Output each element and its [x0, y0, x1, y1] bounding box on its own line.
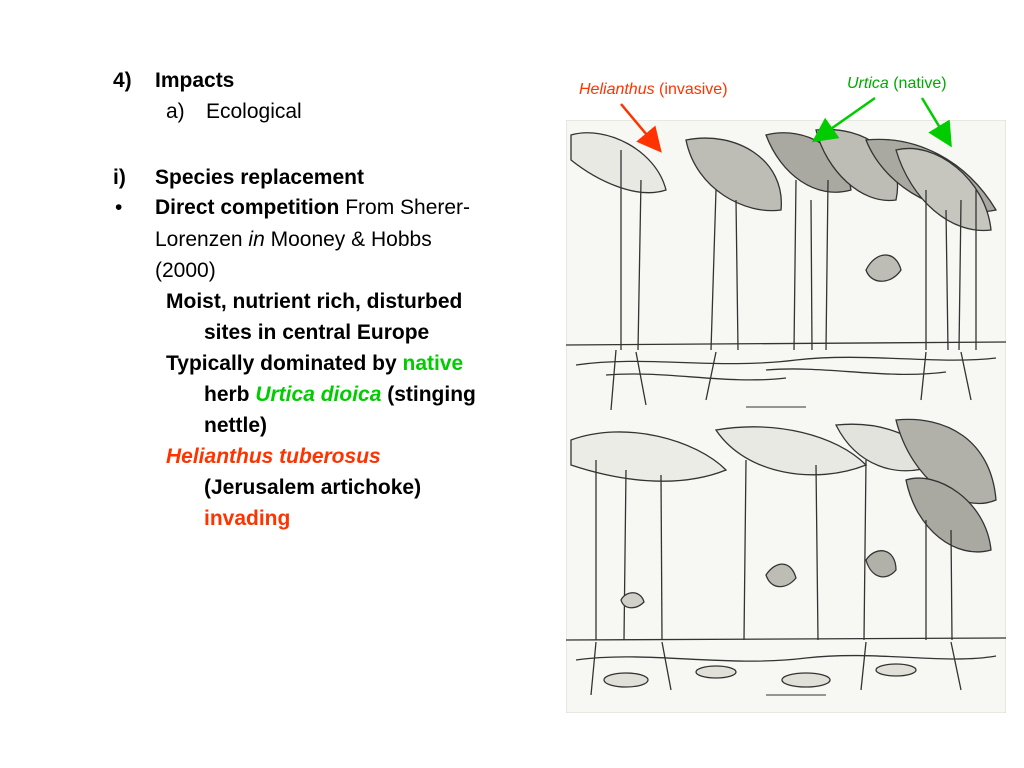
item-species-replacement: i) Species replacement [113, 163, 364, 193]
helianthus-tuberosus-name: Helianthus tuberosus [166, 445, 381, 468]
caption-helianthus-genus: Helianthus [579, 81, 655, 98]
source-in: in [248, 228, 265, 251]
stinging-text: (stinging [381, 383, 476, 406]
bullet-icon: • [115, 196, 123, 219]
herb-word: herb [204, 383, 256, 406]
source-line-3: (2000) [155, 256, 216, 286]
subheading-ecological: a) Ecological [166, 97, 302, 127]
para-dominated-line-2: herb Urtica dioica (stinging [204, 380, 476, 410]
source-line-2: Lorenzen in Mooney & Hobbs [155, 225, 432, 255]
native-word: native [402, 352, 464, 375]
item-text: Species replacement [155, 166, 364, 189]
urtica-dioica-name: Urtica dioica [255, 383, 382, 406]
source-author: Lorenzen [155, 228, 249, 251]
subheading-number: a) [166, 100, 185, 123]
source-year: (2000) [155, 259, 216, 282]
heading-impacts: 4) Impacts [113, 66, 234, 96]
source-text: From Sherer- [339, 196, 471, 219]
vegetation-illustration [566, 120, 1006, 713]
para-dominated-line-1: Typically dominated by native [166, 349, 463, 379]
dominated-text: Typically dominated by [166, 352, 403, 375]
para-habitat-line-2: sites in central Europe [204, 321, 430, 344]
caption-helianthus: Helianthus (invasive) [579, 80, 728, 100]
top-panel-drawing [566, 128, 1006, 411]
subheading-text: Ecological [206, 100, 302, 123]
caption-urtica-status: (native) [888, 75, 947, 92]
direct-competition-label: Direct competition [155, 196, 340, 219]
heading-text: Impacts [155, 69, 235, 92]
caption-helianthus-status: (invasive) [654, 81, 728, 98]
item-number: i) [113, 166, 126, 189]
caption-urtica-genus: Urtica [847, 75, 889, 92]
bullet-text: Direct competition From Sherer- [155, 193, 470, 223]
jerusalem-artichoke-text: (Jerusalem artichoke) [204, 476, 422, 499]
para-dominated-line-3: nettle) [204, 414, 267, 437]
bottom-panel-drawing [566, 418, 1006, 696]
caption-urtica: Urtica (native) [847, 74, 947, 94]
heading-number: 4) [113, 69, 132, 92]
source-editors: Mooney & Hobbs [264, 228, 432, 251]
bullet-direct-competition: • Direct competition From Sherer- [115, 193, 470, 223]
invading-word: invading [204, 507, 291, 530]
para-habitat-line-1: Moist, nutrient rich, disturbed [166, 290, 463, 313]
